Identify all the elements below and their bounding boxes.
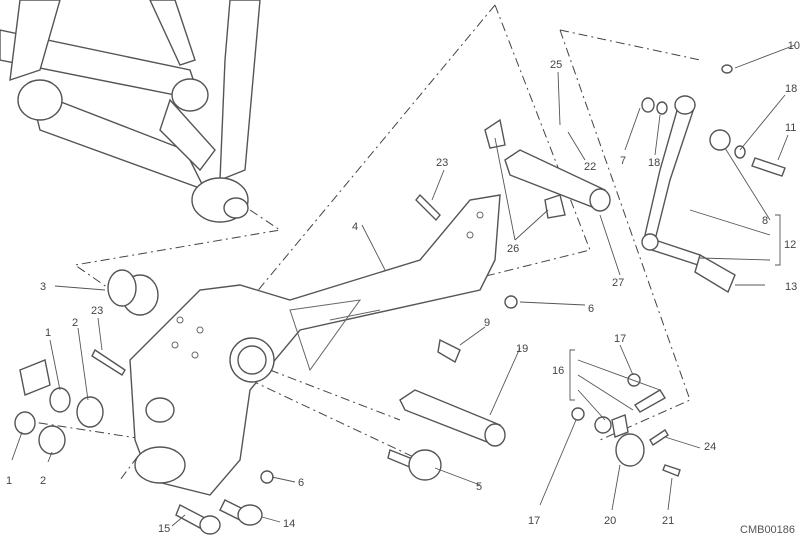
callout-label: 6 [588, 303, 594, 315]
leader-lines [11, 44, 796, 527]
callout-label: 25 [550, 59, 562, 71]
callout-label: 26 [507, 243, 519, 255]
callout-label: 22 [584, 161, 596, 173]
callout-label: 4 [352, 221, 358, 233]
dashed-guides [19, 4, 701, 481]
footpeg-passenger [387, 295, 518, 481]
callout-label: 2 [40, 475, 46, 487]
callout-label: 12 [784, 239, 796, 251]
callout-label: 18 [648, 157, 660, 169]
frame-part [0, 0, 261, 223]
callout-label: 24 [704, 441, 716, 453]
callout-label: 2 [72, 317, 78, 329]
diagram-code: CMB00186 [740, 524, 795, 536]
callout-label: 15 [158, 523, 170, 535]
callout-label: 20 [604, 515, 616, 527]
callout-label: 23 [91, 305, 103, 317]
callout-label: 17 [614, 333, 626, 345]
callout-label: 27 [612, 277, 624, 289]
callout-label: 17 [528, 515, 540, 527]
callout-label: 18 [785, 83, 797, 95]
callout-label: 1 [45, 327, 51, 339]
callout-label: 6 [298, 477, 304, 489]
part-callouts: 10 18 11 8 12 13 7 18 25 22 23 4 27 26 3… [6, 40, 800, 536]
spacer-part [107, 269, 159, 316]
callout-label: 11 [785, 122, 796, 134]
callout-label: 3 [40, 281, 46, 293]
callout-label: 9 [484, 317, 490, 329]
callout-label: 10 [788, 40, 800, 52]
footpeg-bracket [129, 194, 501, 496]
callout-label: 7 [620, 155, 626, 167]
callout-label: 5 [476, 481, 482, 493]
gear-linkage [571, 373, 681, 477]
callout-label: 14 [283, 518, 295, 530]
footpeg-rider [415, 118, 611, 222]
gear-lever [641, 64, 786, 294]
callout-label: 8 [762, 215, 768, 227]
callout-label: 1 [6, 475, 12, 487]
callout-label: 23 [436, 157, 448, 169]
callout-label: 13 [785, 281, 797, 293]
callout-label: 21 [662, 515, 674, 527]
callout-label: 16 [552, 365, 564, 377]
callout-label: 19 [516, 343, 528, 355]
